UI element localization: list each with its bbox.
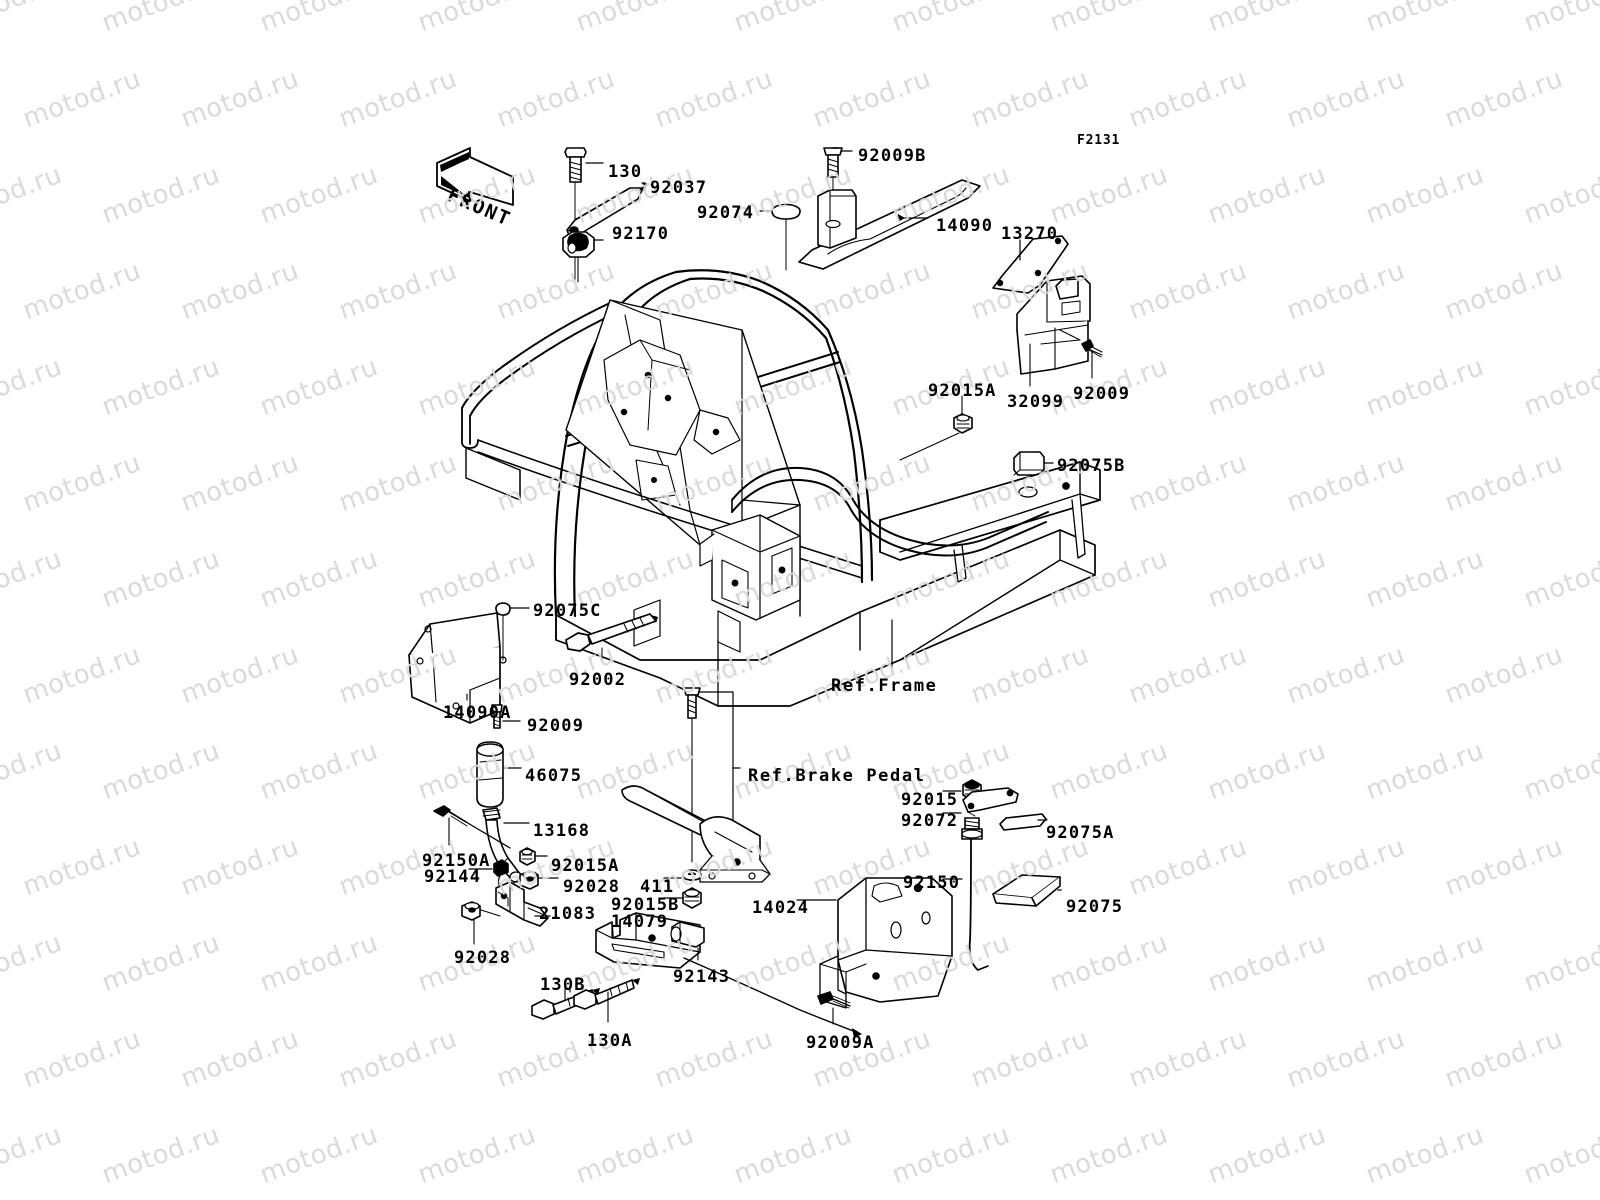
part-13270-plate [992,235,1069,294]
part-92170-clamp [562,231,595,283]
part-92075-square [992,874,1061,907]
callout-92072: 92072 [901,811,959,831]
part-92009-lower-screw [491,704,503,729]
callout-92009: 92009 [1073,384,1131,404]
part-14090A-panel [408,612,507,724]
callout-92150a: 92150A [422,851,491,871]
callout-46075: 46075 [525,766,583,786]
part-92075B-damper [1013,451,1045,476]
callout-13270: 13270 [1001,224,1059,244]
callout-92028: 92028 [563,877,621,897]
part-92009A-screw [817,991,851,1009]
part-13168-lever [482,807,523,883]
callout-130a: 130A [587,1031,633,1051]
part-92009-screw [1059,329,1103,358]
part-92002-bolt [565,613,658,663]
part-130A-bolt [573,978,640,1010]
callout-130b: 130B [540,975,586,995]
callout-92028: 92028 [454,948,512,968]
callout-92015b: 92015B [611,895,680,915]
callout-92075c: 92075C [533,601,602,621]
part-92028-bushing-bottom [461,901,501,921]
callout-32099: 32099 [1007,392,1065,412]
callout-92015a: 92015A [928,381,997,401]
callout-21083: 21083 [539,904,597,924]
part-92015A-nut [899,413,973,461]
callout-f2131: F2131 [1077,133,1121,148]
callout-92144: 92144 [424,867,482,887]
callout-14090a: 14090A [443,703,512,723]
part-92143-collar [670,921,705,948]
part-32099-bracket [1016,275,1091,375]
callout-130: 130 [608,162,643,182]
callout-92170: 92170 [612,224,670,244]
callout-92074: 92074 [697,203,755,223]
callout-92009b: 92009B [858,146,927,166]
part-14024-cover [819,877,953,1009]
part-92150A-bolt [433,805,511,849]
part-21083-arm [495,881,549,927]
part-92015B-nut [682,887,702,909]
front-arrow-marker: FRONT [436,147,515,231]
callout-92002: 92002 [569,670,627,690]
callout-92143: 92143 [673,967,731,987]
callout-411: 411 [640,877,675,897]
part-92075A-strip [999,813,1047,831]
part-92150-rod [961,817,989,971]
callout-92037: 92037 [650,178,708,198]
callout-ref-brake-pedal: Ref.Brake Pedal [748,766,926,786]
callout-92015a: 92015A [551,856,620,876]
part-411-washer [682,869,702,881]
callout-92075b: 92075B [1057,456,1126,476]
part-46075-grip [476,741,504,808]
part-130-bolt [564,147,587,281]
callout-92075: 92075 [1066,897,1124,917]
ref-brake-pedal-assembly [621,687,771,883]
part-92074-cap [771,203,801,271]
callout-ref-frame: Ref.Frame [831,676,938,696]
main-frame-assembly [461,269,1101,707]
callout-92150: 92150 [903,873,961,893]
callout-13168: 13168 [533,821,591,841]
callout-92015: 92015 [901,790,959,810]
part-92028-bushing-top [519,870,539,890]
callout-92009a: 92009A [806,1033,875,1053]
callout-92075a: 92075A [1046,823,1115,843]
callout-14090: 14090 [936,216,994,236]
part-14090-long-panel [798,179,981,270]
part-92009B-screw [823,147,843,221]
callout-14024: 14024 [752,898,810,918]
part-92072-link [962,787,1019,817]
callout-92009: 92009 [527,716,585,736]
part-92015A-nut-mid [519,847,536,866]
callout-14079: 14079 [611,912,669,932]
